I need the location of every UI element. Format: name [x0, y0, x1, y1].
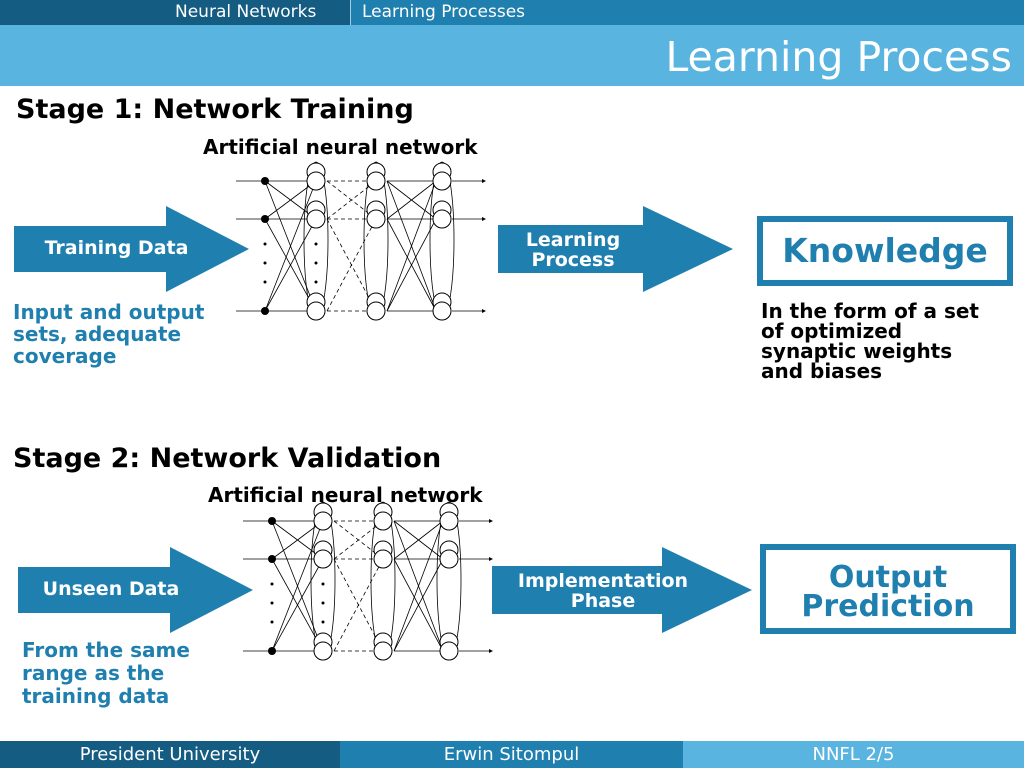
output-prediction-label-line: Output — [828, 560, 948, 595]
implementation-phase-arrow-shape — [492, 547, 752, 633]
footer-author: Erwin Sitompul — [340, 741, 683, 768]
stage1-input-note-line: coverage — [13, 344, 117, 368]
learning-process-label: Learning Process — [498, 230, 648, 270]
unseen-data-arrow: Unseen Data — [18, 547, 253, 633]
learning-process-label-line: Process — [531, 249, 615, 271]
stage1-input-note-line: Input and output — [13, 300, 205, 324]
stage2-network-label: Artificial neural network — [208, 483, 483, 507]
nav-subsection-link[interactable]: Learning Processes — [362, 2, 526, 22]
stage1-input-note-line: sets, adequate — [13, 322, 182, 346]
training-data-label: Training Data — [44, 237, 189, 259]
unseen-data-arrow-shape — [18, 547, 253, 633]
output-prediction-box: Output Prediction — [760, 544, 1016, 634]
learning-process-label-line: Learning — [525, 229, 621, 251]
learning-process-arrow-shape — [498, 206, 733, 292]
stage1-heading: Stage 1: Network Training — [16, 94, 414, 125]
training-data-arrow: Training Data — [14, 206, 249, 292]
stage1-output-note-line: synaptic weights — [761, 339, 953, 363]
nav-separator — [350, 0, 351, 25]
top-navigation-bar: Neural Networks Learning Processes — [0, 0, 1024, 25]
footer-bar: President University Erwin Sitompul NNFL… — [0, 741, 1024, 768]
stage1-output-note-line: and biases — [761, 359, 883, 383]
learning-process-arrow: Learning Process — [498, 206, 733, 292]
stage2-input-note-line: From the same — [22, 638, 190, 662]
stage2-heading: Stage 2: Network Validation — [13, 443, 442, 474]
stage2-input-note: From the same range as the training data — [22, 639, 190, 708]
unseen-data-label: Unseen Data — [42, 578, 180, 600]
footer-page-number: NNFL 2/5 — [683, 741, 1024, 768]
title-band: Learning Process — [0, 25, 1024, 86]
output-prediction-label: Output Prediction — [766, 550, 1010, 624]
output-prediction-label-line: Prediction — [801, 589, 975, 624]
stage2-input-note-line: training data — [22, 684, 170, 708]
knowledge-label: Knowledge — [782, 231, 988, 270]
training-data-arrow-shape — [14, 206, 249, 292]
implementation-phase-arrow: Implementation Phase — [492, 547, 752, 633]
implementation-phase-label-line: Implementation — [517, 570, 689, 592]
knowledge-box: Knowledge — [757, 216, 1013, 286]
footer-institution: President University — [0, 741, 340, 768]
stage1-input-note: Input and output sets, adequate coverage — [13, 301, 204, 367]
slide-title: Learning Process — [665, 33, 1012, 81]
stage1-output-note-line: In the form of a set — [761, 299, 979, 323]
stage1-network-diagram — [236, 161, 486, 321]
stage1-output-note: In the form of a set of optimized synapt… — [761, 301, 979, 381]
implementation-phase-label-line: Phase — [570, 590, 636, 612]
stage1-network-label: Artificial neural network — [203, 135, 478, 159]
stage1-output-note-line: of optimized — [761, 319, 903, 343]
implementation-phase-label: Implementation Phase — [492, 571, 714, 611]
stage2-network-diagram — [243, 501, 493, 661]
nav-left-section — [0, 0, 350, 25]
nav-section-link[interactable]: Neural Networks — [175, 2, 317, 22]
stage2-input-note-line: range as the — [22, 661, 165, 685]
